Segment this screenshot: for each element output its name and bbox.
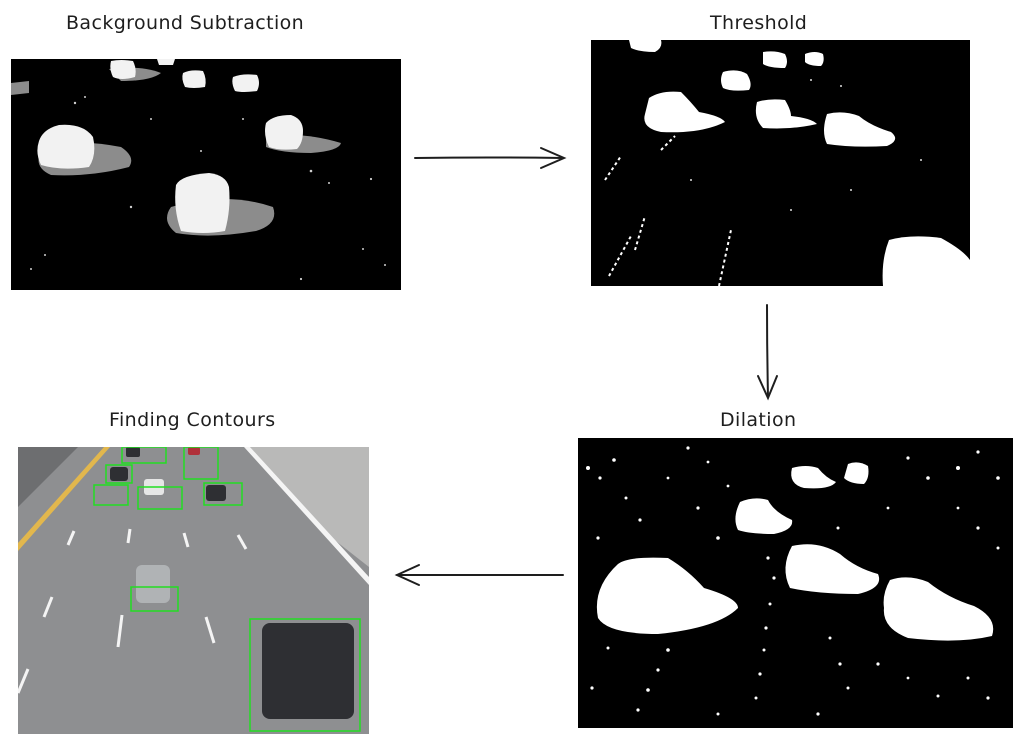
step-label-background-subtraction: Background Subtraction — [66, 12, 305, 34]
step-label-finding-contours: Finding Contours — [109, 409, 276, 431]
arrow-down — [766, 304, 769, 398]
background-subtraction-image — [11, 59, 401, 290]
arrow-right — [414, 156, 564, 159]
step-label-threshold: Threshold — [710, 12, 808, 34]
step-label-dilation: Dilation — [720, 409, 797, 431]
finding-contours-image — [18, 447, 369, 734]
dilation-image — [578, 438, 1013, 728]
threshold-image — [591, 40, 970, 286]
